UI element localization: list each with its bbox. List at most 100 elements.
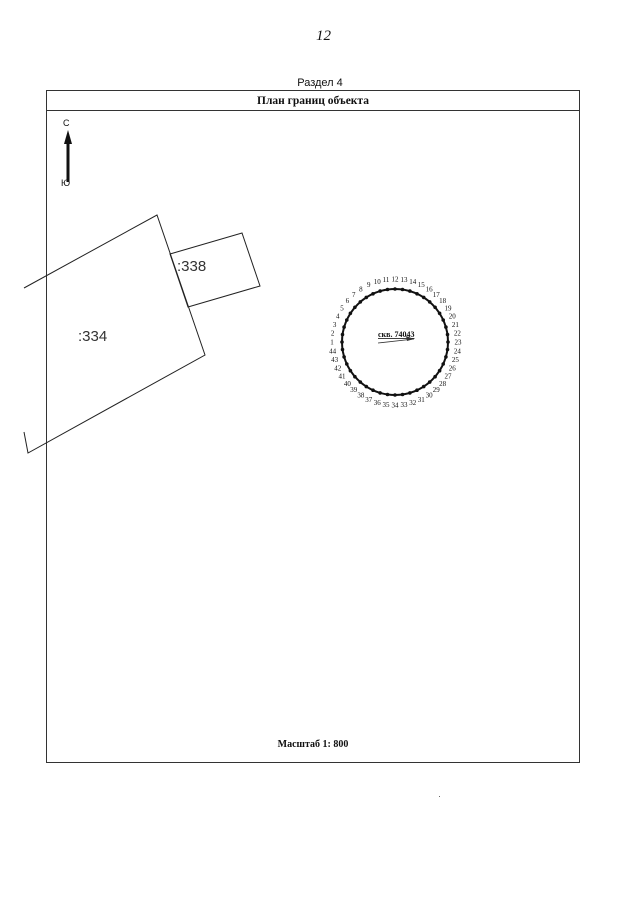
well-point-label: 18 bbox=[439, 297, 447, 305]
well-point-label: 27 bbox=[445, 373, 453, 381]
well-point-label: 29 bbox=[433, 386, 441, 394]
well-points bbox=[340, 287, 450, 397]
plan-title: План границ объекта bbox=[47, 91, 579, 111]
well-point-label: 25 bbox=[452, 356, 460, 364]
well-point-marker bbox=[427, 380, 432, 384]
well-point-label: 41 bbox=[339, 373, 347, 381]
well-point-marker bbox=[441, 318, 446, 322]
north-arrow: С Ю bbox=[56, 118, 80, 190]
well-point-label: 4 bbox=[336, 312, 340, 320]
well-point-marker bbox=[340, 332, 345, 337]
well-point-marker bbox=[364, 295, 369, 300]
well-point-marker bbox=[393, 287, 397, 291]
well-point-label: 42 bbox=[334, 365, 342, 373]
well-point-marker bbox=[342, 355, 346, 359]
well-point-label: 20 bbox=[449, 312, 457, 320]
well-point-marker bbox=[358, 380, 363, 384]
well-point-marker bbox=[444, 355, 448, 359]
well-point-marker bbox=[400, 287, 405, 292]
well-point-marker bbox=[348, 311, 353, 316]
well-point-marker bbox=[385, 392, 390, 397]
well-point-label: 1 bbox=[330, 339, 334, 347]
well-point-label: 39 bbox=[350, 386, 358, 394]
parcel-338-boundary bbox=[169, 232, 261, 308]
well-point-marker bbox=[371, 292, 375, 296]
well-point-marker bbox=[437, 368, 442, 373]
well-point-label: 33 bbox=[401, 401, 409, 409]
well-point-marker bbox=[408, 289, 412, 293]
well-point-label: 2 bbox=[331, 330, 335, 338]
well-point-label: 28 bbox=[439, 380, 447, 388]
well-point-label: 11 bbox=[383, 276, 390, 284]
well-boundary-circle bbox=[341, 288, 449, 396]
well-point-label: 16 bbox=[426, 286, 434, 294]
well-point-marker bbox=[353, 305, 357, 310]
well-point-label: 36 bbox=[374, 399, 382, 407]
well-point-label: 3 bbox=[333, 321, 337, 329]
well-point-marker bbox=[444, 325, 448, 329]
well-point-label: 12 bbox=[392, 276, 400, 284]
well-point-label: 43 bbox=[331, 356, 339, 364]
parcel-334-label: :334 bbox=[78, 328, 107, 345]
well-point-marker bbox=[345, 362, 349, 366]
section-label: Раздел 4 bbox=[297, 77, 343, 89]
well-point-marker bbox=[345, 318, 349, 322]
well-point-marker bbox=[421, 295, 426, 300]
well-point-label: 26 bbox=[449, 365, 457, 373]
well-point-label: 7 bbox=[352, 291, 356, 299]
well-point-label: 35 bbox=[383, 401, 391, 409]
well-point-label: 13 bbox=[401, 276, 409, 284]
well-point-marker bbox=[348, 368, 353, 373]
well-point-label: 22 bbox=[454, 330, 462, 338]
well-point-marker bbox=[340, 340, 344, 344]
north-arrow-icon bbox=[64, 130, 72, 182]
well-point-marker bbox=[446, 340, 450, 344]
well-point-marker bbox=[353, 374, 357, 379]
well-point-marker bbox=[415, 388, 419, 393]
north-label: С bbox=[63, 118, 70, 128]
well-point-label: 15 bbox=[418, 281, 426, 289]
well-point-label: 44 bbox=[329, 348, 337, 356]
well-label: скв. 74043 bbox=[378, 330, 414, 339]
well-point-label: 17 bbox=[433, 291, 441, 299]
well-point-label: 38 bbox=[357, 392, 365, 400]
well-point-marker bbox=[433, 374, 437, 379]
well-label-arrowhead bbox=[406, 336, 414, 341]
well-point-label: 10 bbox=[374, 278, 382, 286]
well-point-label: 14 bbox=[409, 278, 417, 286]
well-point-label: 6 bbox=[346, 297, 350, 305]
plan-frame: План границ объекта Масштаб 1: 800 bbox=[46, 90, 580, 763]
well-point-marker bbox=[364, 384, 369, 389]
parcel-334-boundary bbox=[23, 214, 206, 454]
well-point-label: 19 bbox=[445, 304, 453, 312]
well-point-marker bbox=[378, 289, 382, 293]
well-point-label: 30 bbox=[426, 392, 434, 400]
well-point-marker bbox=[445, 347, 450, 352]
well-point-label: 32 bbox=[409, 399, 417, 407]
well-point-marker bbox=[358, 300, 363, 304]
well-point-marker bbox=[371, 388, 375, 393]
well-point-marker bbox=[342, 325, 346, 329]
well-point-label: 31 bbox=[418, 396, 426, 404]
well-point-label: 34 bbox=[392, 402, 400, 410]
well-point-label: 21 bbox=[452, 321, 460, 329]
well-point-label: 37 bbox=[365, 396, 373, 404]
well-point-label: 5 bbox=[340, 304, 344, 312]
well-point-marker bbox=[437, 311, 442, 316]
well-point-marker bbox=[378, 391, 382, 395]
scale-label: Масштаб 1: 800 bbox=[277, 739, 349, 750]
well-point-label: 23 bbox=[455, 339, 463, 347]
well-point-label: 8 bbox=[359, 286, 363, 294]
well-point-marker bbox=[340, 347, 345, 352]
scan-speck bbox=[439, 796, 440, 797]
well-point-label: 24 bbox=[454, 348, 462, 356]
well-point-marker bbox=[427, 300, 432, 304]
well-point-marker bbox=[415, 292, 419, 296]
well-point-marker bbox=[393, 393, 397, 397]
well-point-marker bbox=[445, 332, 450, 337]
parcel-338-label: :338 bbox=[177, 258, 206, 275]
well-point-marker bbox=[408, 391, 412, 395]
well-point-label: 9 bbox=[367, 281, 371, 289]
